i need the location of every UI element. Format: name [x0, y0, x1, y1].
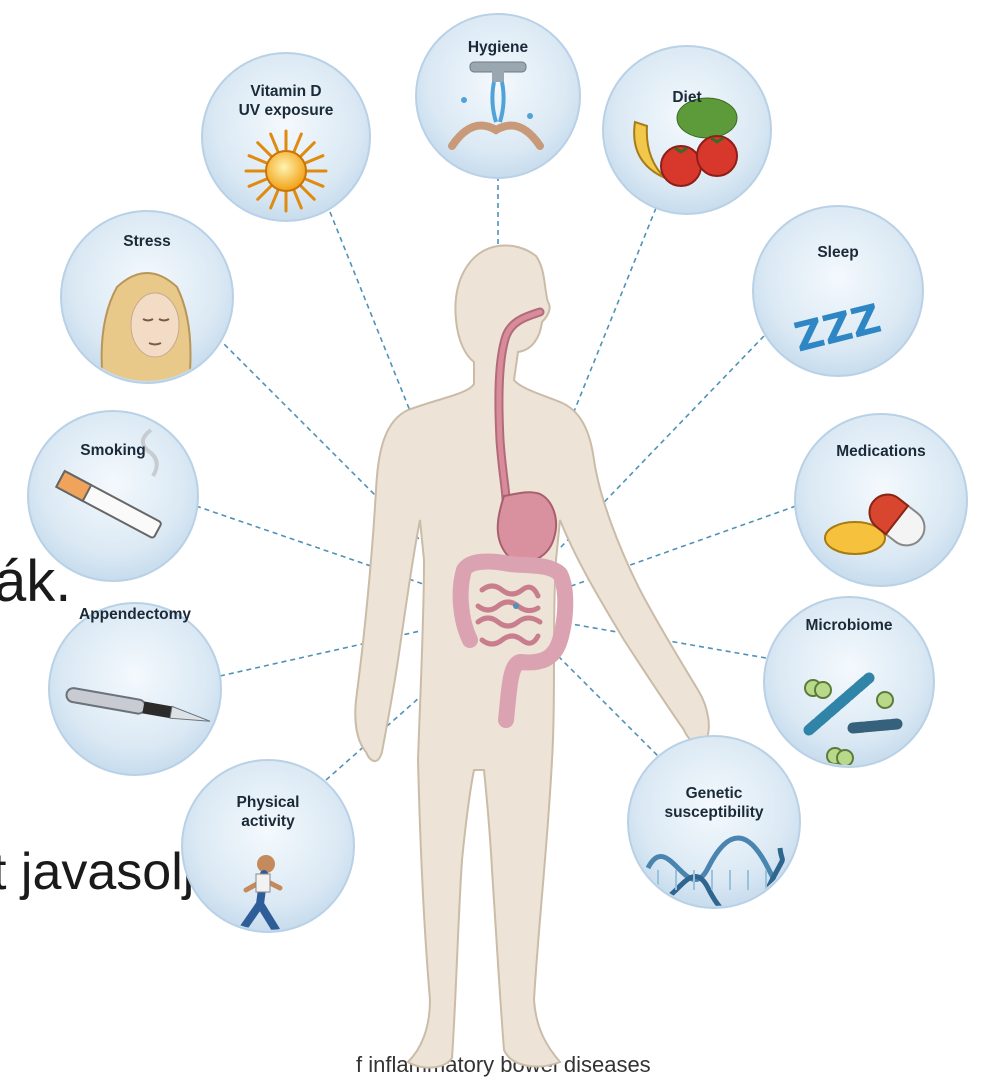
factor-label-diet: Diet: [672, 89, 701, 106]
sun-icon: [246, 131, 326, 211]
factor-label-smoking: Smoking: [80, 442, 145, 459]
factor-stress: Stress: [61, 211, 233, 383]
factor-label-genetic-1: Genetic: [686, 785, 743, 802]
gut-center-point: [513, 603, 519, 609]
factor-microbiome: Microbiome: [764, 597, 934, 767]
factor-label-genetic-2: susceptibility: [664, 804, 763, 821]
factor-label-medications: Medications: [836, 443, 926, 460]
factor-diet: Diet: [603, 46, 771, 214]
factor-medications: Medications: [795, 414, 967, 586]
human-body-figure: [355, 245, 709, 1067]
factor-vitamin-d: Vitamin D UV exposure: [202, 53, 370, 221]
factor-circle-physical-activity: [182, 760, 354, 932]
factor-label-physical-activity-1: Physical: [237, 794, 300, 811]
factor-label-physical-activity-2: activity: [241, 813, 295, 830]
woman-face-icon: [102, 273, 191, 383]
factor-label-sleep: Sleep: [817, 244, 858, 261]
factor-appendectomy: Appendectomy: [49, 603, 221, 775]
factor-label-appendectomy: Appendectomy: [79, 606, 191, 623]
factor-circle-genetic: [628, 736, 800, 908]
factor-physical-activity: Physical activity: [182, 760, 354, 932]
factor-label-hygiene: Hygiene: [468, 39, 529, 56]
factor-label-stress: Stress: [123, 233, 170, 250]
factor-smoking: Smoking: [28, 411, 198, 581]
factor-label-microbiome: Microbiome: [806, 617, 893, 634]
factor-hygiene: Hygiene: [416, 14, 580, 178]
stomach: [498, 492, 556, 561]
factor-label-vitamin-d-2: UV exposure: [239, 102, 334, 119]
factor-label-vitamin-d-1: Vitamin D: [250, 83, 321, 100]
factor-genetic: Genetic susceptibility: [628, 736, 800, 918]
